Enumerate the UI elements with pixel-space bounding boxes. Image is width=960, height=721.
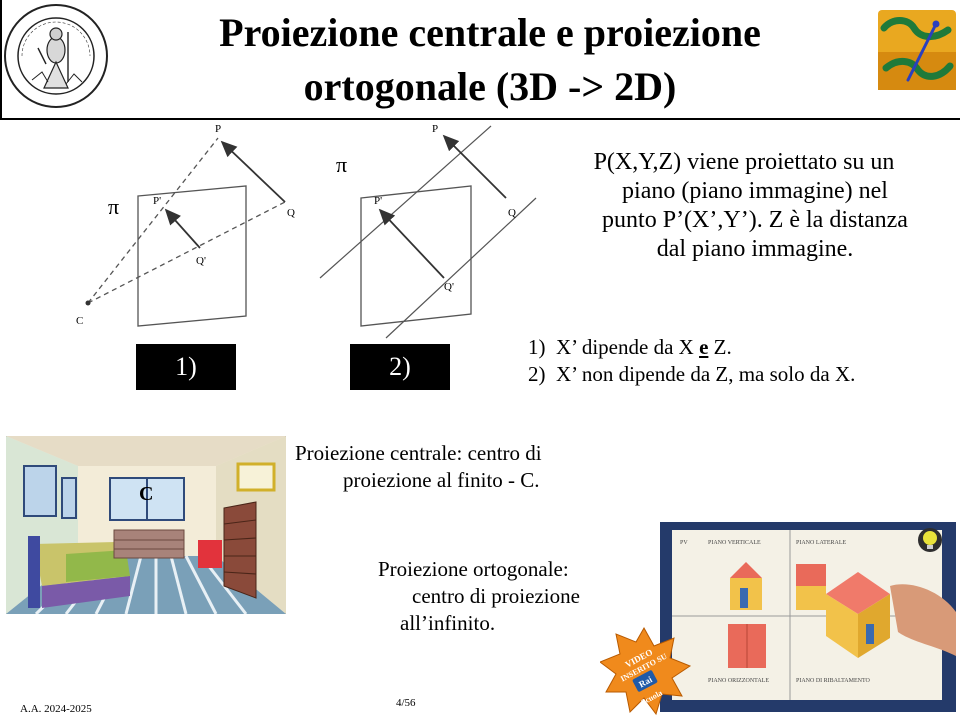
orthogonal-projection-diagram: P P' Q Q' π [319, 123, 537, 339]
header-left-line [0, 0, 2, 118]
center-point [85, 300, 91, 306]
label-c: C [76, 315, 83, 327]
label-p-prime: P' [374, 195, 382, 207]
label-q-prime: Q' [196, 255, 206, 267]
page-number: 4/56 [396, 697, 416, 709]
central-caption-line-2: proiezione al finito - C. [343, 468, 540, 492]
video-header-vertical: PIANO VERTICALE [708, 540, 761, 546]
description-line-2: piano (piano immagine) nel [622, 178, 888, 204]
description-line-1: P(X,Y,Z) viene proiettato su un [593, 149, 895, 175]
label-q: Q [287, 207, 295, 219]
diagram1-label: 1) [136, 344, 236, 390]
segment-pq [442, 134, 507, 199]
label-p: P [432, 123, 438, 135]
list-number: 1) [528, 335, 546, 359]
image-plane [360, 185, 472, 327]
list-item: 2) X’ non dipende da Z, ma solo da X. [528, 361, 855, 388]
image-plane [137, 185, 247, 327]
video-badge: VIDEO INSERITO SU Rai Scuola [600, 626, 692, 716]
university-seal-logo [4, 4, 108, 108]
label-q-prime: Q' [444, 281, 454, 293]
video-header-pv: PV [680, 540, 688, 546]
list-text-end: Z. [708, 335, 732, 359]
label-p-prime: P' [153, 195, 161, 207]
label-p: P [215, 123, 221, 135]
room-center-label: C [139, 483, 153, 505]
title-line-2: ortogonale (3D -> 2D) [303, 64, 677, 109]
video-header-lateral: PIANO LATERALE [796, 540, 846, 546]
aislab-logo [878, 10, 956, 90]
room-perspective-image: C [6, 436, 286, 614]
label-q: Q [508, 207, 516, 219]
segment-pq-prime [378, 208, 445, 279]
ortho-caption-line-1: Proiezione ortogonale: [378, 557, 569, 581]
orthogonal-caption: Proiezione ortogonale: centro di proiezi… [378, 556, 638, 637]
numbered-list: 1) X’ dipende da X e Z. 2) X’ non dipend… [528, 334, 855, 388]
slide-title: Proiezione centrale e proiezione ortogon… [170, 6, 810, 114]
description-line-4: dal piano immagine. [656, 236, 854, 262]
ortho-caption-line-2: centro di proiezione [412, 584, 580, 608]
projection-line-q [385, 197, 537, 339]
central-caption: Proiezione centrale: centro di proiezion… [295, 440, 595, 494]
list-text: X’ non dipende da Z, ma solo da X. [556, 362, 856, 386]
projection-ray-q [87, 201, 286, 304]
list-number: 2) [528, 362, 546, 386]
header-divider [0, 118, 960, 120]
segment-pq [220, 140, 286, 203]
segment-pq-prime [164, 208, 201, 249]
video-footer-ribaltamento: PIANO DI RIBALTAMENTO [796, 678, 871, 684]
description-line-3: punto P’(X’,Y’). Z è la distanza [602, 207, 908, 233]
ortho-caption-line-3: all’infinito. [400, 611, 496, 635]
diagram2-label: 2) [350, 344, 450, 390]
list-emphasis: e [699, 335, 709, 359]
video-thumbnail[interactable]: PV PIANO VERTICALE PIANO LATERALE PL PIA… [600, 516, 956, 716]
central-caption-line-1: Proiezione centrale: centro di [295, 441, 542, 465]
list-text: X’ dipende da X [556, 335, 700, 359]
label-pi: π [108, 194, 119, 219]
description-paragraph: P(X,Y,Z) viene proiettato su un piano (p… [555, 148, 955, 264]
projection-ray-p [87, 137, 219, 304]
title-line-1: Proiezione centrale e proiezione [219, 10, 761, 55]
video-footer-horizontal: PIANO ORIZZONTALE [708, 678, 769, 684]
footer-academic-year: A.A. 2024-2025 [20, 703, 92, 715]
label-pi: π [336, 152, 347, 177]
central-projection-diagram: P P' Q Q' C π [76, 123, 295, 327]
projection-line-p [319, 125, 492, 279]
list-item: 1) X’ dipende da X e Z. [528, 334, 855, 361]
